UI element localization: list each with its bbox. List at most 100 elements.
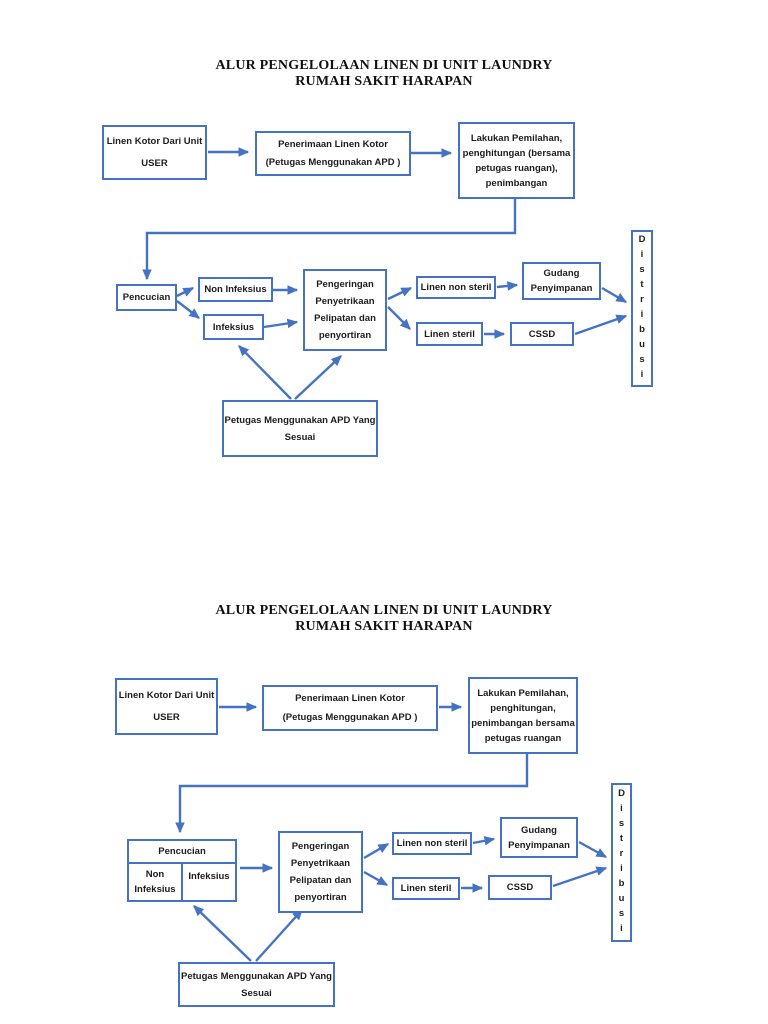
arrow-pencucian-to-noninfeksius-1 <box>176 286 195 298</box>
pencucian-cells: Non Infeksius Infeksius <box>129 864 235 900</box>
box-label: Penyetrikaan <box>290 858 351 869</box>
diagram1-title-line1: ALUR PENGELOLAAN LINEN DI UNIT LAUNDRY <box>215 58 553 73</box>
box-label: USER <box>153 712 180 724</box>
box-label: petugas ruangan <box>484 732 562 744</box>
box-label: Non Infeksius <box>204 284 267 295</box>
cell-label: Non <box>145 869 165 880</box>
box-label: Penerimaan Linen Kotor <box>295 693 405 704</box>
box-distribusi-1: Distribusi <box>631 230 653 387</box>
box-label: penimbangan <box>485 177 548 189</box>
box-penerimaan-2: Penerimaan Linen Kotor (Petugas Mengguna… <box>262 685 438 731</box>
box-label: penimbangan bersama <box>471 717 575 729</box>
diagram1-title: ALUR PENGELOLAAN LINEN DI UNIT LAUNDRY R… <box>0 58 768 90</box>
box-linen-steril-1: Linen steril <box>416 322 483 346</box>
box-label: Linen non steril <box>396 838 468 849</box>
box-label: petugas ruangan), <box>475 162 558 174</box>
cell-label: Infeksius <box>134 884 176 895</box>
box-pemilahan-2: Lakukan Pemilahan, penghitungan, penimba… <box>468 677 578 754</box>
box-linen-non-steril-2: Linen non steril <box>392 832 472 855</box>
box-linen-steril-2: Linen steril <box>392 877 460 900</box>
diagram2-title-line2: RUMAH SAKIT HARAPAN <box>295 619 473 634</box>
box-label: Petugas Menggunakan APD Yang <box>224 414 376 426</box>
arrow-petugas-to-infeksius-1 <box>238 345 292 400</box>
box-label: (Petugas Menggunakan APD ) <box>282 712 418 723</box>
arrow-cssd-to-distribusi-2 <box>552 866 608 888</box>
box-label: penyortiran <box>294 892 347 903</box>
box-pengeringan-2: Pengeringan Penyetrikaan Pelipatan dan p… <box>278 831 363 913</box>
box-non-infeksius-1: Non Infeksius <box>198 277 273 302</box>
arrow-petugas-to-pengeringan-2 <box>255 909 303 962</box>
arrow-petugas-to-pencucian-2 <box>193 905 252 962</box>
cell-infeksius-2: Infeksius <box>181 864 235 900</box>
box-label: (Petugas Menggunakan APD ) <box>265 157 401 169</box>
arrow-cssd-to-distribusi-1 <box>574 314 628 336</box>
arrow-linennonsteril-to-gudang-2 <box>472 836 496 846</box>
box-label: CSSD <box>506 882 534 893</box>
box-label: Linen Kotor Dari Unit <box>118 689 215 701</box>
box-label: Penyimpanan <box>508 839 570 851</box>
box-label: penghitungan, <box>490 702 556 714</box>
box-label: Pencucian <box>122 292 171 303</box>
arrow-petugas-to-pengeringan-1 <box>294 355 342 400</box>
box-label: Linen steril <box>400 883 452 894</box>
box-label: Distribusi <box>636 233 648 384</box>
arrow-pengeringan-to-linensteril-2 <box>363 870 389 887</box>
box-label: Sesuai <box>284 431 316 443</box>
arrow-pencucian-to-infeksius-1 <box>176 300 200 319</box>
box-label: Penyimpanan <box>530 283 593 294</box>
arrow-infeksius-to-pengeringan-1 <box>263 318 299 329</box>
box-label: Petugas Menggunakan APD Yang <box>181 970 332 982</box>
box-label: Linen steril <box>424 328 475 340</box>
pencucian-header: Pencucian <box>129 841 235 864</box>
box-pengeringan-1: Pengeringan Penyetrikaan Pelipatan dan p… <box>303 269 387 351</box>
box-pemilahan-1: Lakukan Pemilahan, penghitungan (bersama… <box>458 122 575 199</box>
box-petugas-apd-2: Petugas Menggunakan APD Yang Sesuai <box>178 962 335 1007</box>
diagram2-title-line1: ALUR PENGELOLAAN LINEN DI UNIT LAUNDRY <box>215 603 553 618</box>
box-label: Infeksius <box>212 321 255 333</box>
box-pencucian-table-2: Pencucian Non Infeksius Infeksius <box>127 839 237 902</box>
cell-non-infeksius-2: Non Infeksius <box>129 864 181 900</box>
box-label: penyortiran <box>318 330 372 341</box>
box-label: Lakukan Pemilahan, <box>470 132 563 144</box>
box-label: Pengeringan <box>291 841 350 852</box>
box-label: USER <box>141 158 168 169</box>
arrow-sort-to-pencucian-2 <box>175 754 529 834</box>
box-label: Pengeringan <box>316 279 374 290</box>
box-cssd-2: CSSD <box>488 875 552 900</box>
box-gudang-penyimpanan-1: Gudang Penyimpanan <box>522 262 601 300</box>
box-label: Lakukan Pemilahan, <box>477 687 569 699</box>
box-penerimaan-1: Penerimaan Linen Kotor (Petugas Mengguna… <box>255 131 411 176</box>
box-distribusi-2: Distribusi <box>611 783 632 942</box>
box-label: Linen non steril <box>420 282 492 293</box>
box-linen-kotor-user-1: Linen Kotor Dari Unit USER <box>102 125 207 180</box>
box-label: Penerimaan Linen Kotor <box>278 138 388 150</box>
arrow-pengeringan-to-linennonsteril-1 <box>387 286 413 301</box>
box-linen-kotor-user-2: Linen Kotor Dari Unit USER <box>115 678 218 735</box>
cell-label: Infeksius <box>188 871 230 882</box>
arrow-sort-to-pencucian-1 <box>142 199 517 281</box>
box-gudang-penyimpanan-2: Gudang Penyimpanan <box>500 817 578 858</box>
box-label: CSSD <box>528 328 556 340</box>
arrow-gudang-to-distribusi-2 <box>578 840 608 859</box>
box-label: Pelipatan dan <box>314 313 376 324</box>
arrow-linennonsteril-to-gudang-1 <box>496 281 519 291</box>
box-label: Distribusi <box>616 787 627 938</box>
box-label: Gudang <box>543 268 580 279</box>
arrow-pengeringan-to-linensteril-1 <box>387 306 411 330</box>
box-label: Pelipatan dan <box>289 875 352 886</box>
box-label: Penyetrikaan <box>315 296 375 307</box>
box-petugas-apd-1: Petugas Menggunakan APD Yang Sesuai <box>222 400 378 457</box>
diagram1-title-line2: RUMAH SAKIT HARAPAN <box>295 74 473 89</box>
box-label: Linen Kotor Dari Unit <box>106 136 203 147</box>
box-pencucian-1: Pencucian <box>116 284 177 311</box>
box-label: penghitungan (bersama <box>462 147 571 159</box>
arrow-gudang-to-distribusi-1 <box>601 286 628 304</box>
box-cssd-1: CSSD <box>510 322 574 346</box>
box-infeksius-1: Infeksius <box>203 314 264 340</box>
box-linen-non-steril-1: Linen non steril <box>416 276 496 299</box>
arrow-pengeringan-to-linennonsteril-2 <box>363 842 390 860</box>
box-label: Sesuai <box>241 987 272 999</box>
diagram2-title: ALUR PENGELOLAAN LINEN DI UNIT LAUNDRY R… <box>0 603 768 635</box>
